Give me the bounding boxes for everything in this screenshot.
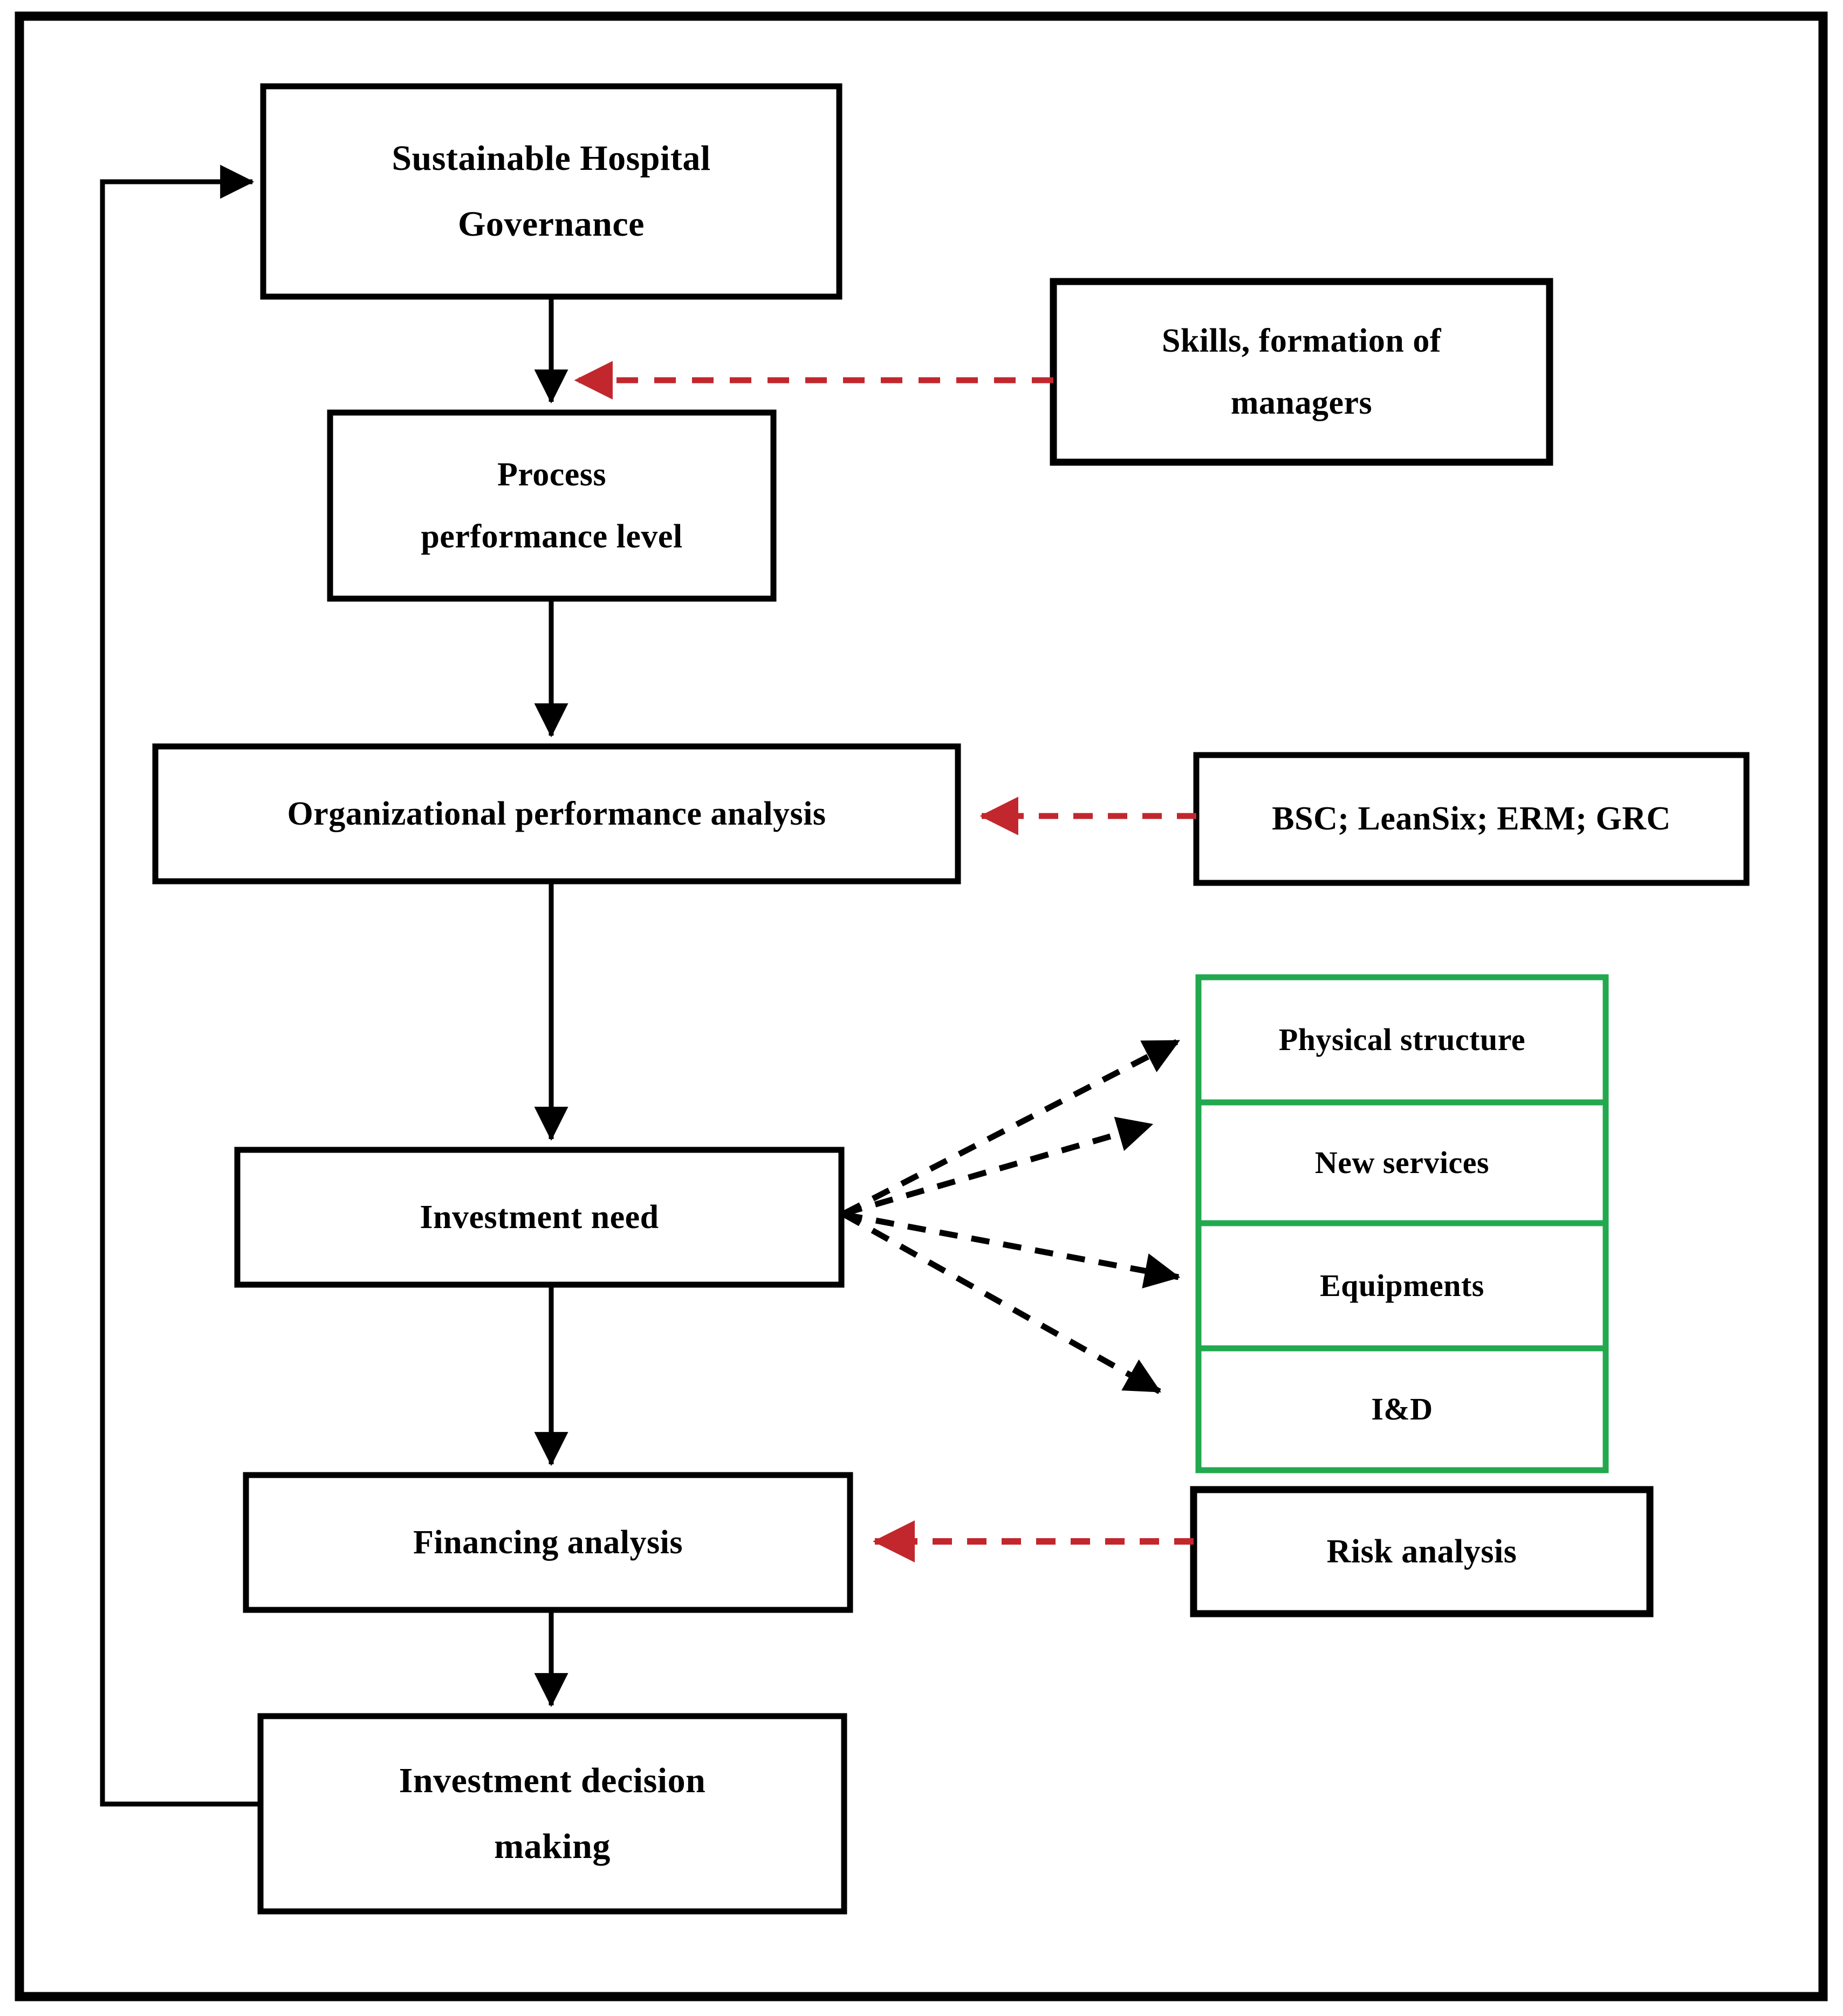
connector-need-to-physical-structure xyxy=(842,1038,1180,1216)
box-skills-formation xyxy=(1050,278,1553,466)
box-physical-structure xyxy=(1195,974,1609,1106)
box-process xyxy=(327,409,777,602)
box-methods xyxy=(1193,752,1750,886)
box-risk-analysis xyxy=(1190,1486,1654,1617)
box-investment-need xyxy=(234,1147,845,1288)
box-investment-decision xyxy=(257,1713,847,1915)
box-new-services xyxy=(1195,1099,1609,1226)
box-financing-analysis xyxy=(243,1472,853,1613)
figure-border xyxy=(15,11,1828,2001)
box-equipments xyxy=(1195,1220,1609,1352)
connector-feedback-loop xyxy=(100,164,261,1807)
box-innovation-development xyxy=(1195,1345,1609,1473)
connector-need-to-equipments xyxy=(843,1211,1181,1288)
box-governance xyxy=(260,83,842,300)
connector-need-to-innovation-development xyxy=(842,1212,1161,1394)
box-org-analysis xyxy=(152,743,961,884)
connector-need-to-new-services xyxy=(843,1116,1154,1217)
